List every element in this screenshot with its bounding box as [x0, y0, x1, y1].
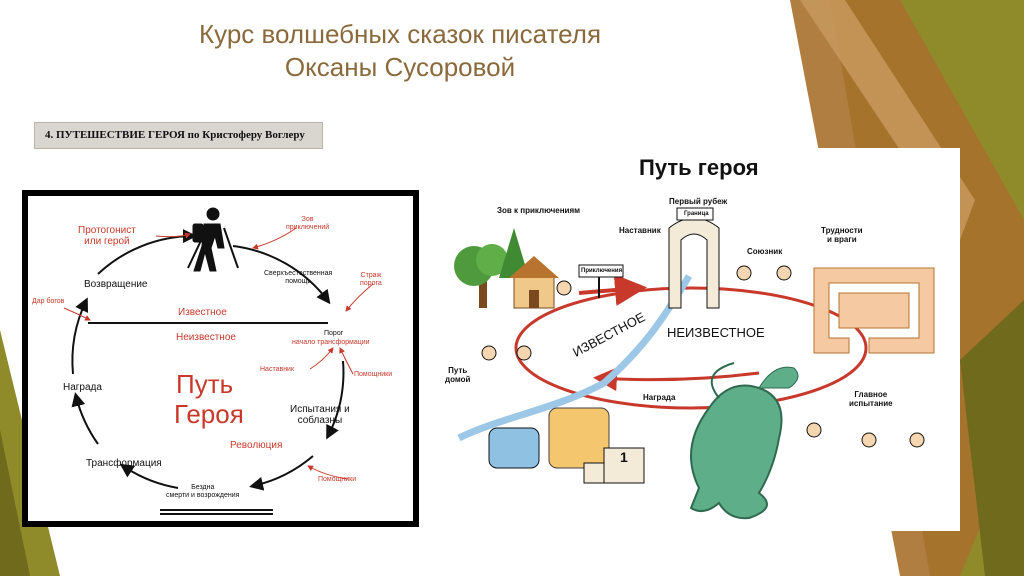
pointer-helpers-2 [307, 465, 349, 480]
label-difficulties: Трудности и враги [821, 226, 863, 244]
label-ordeal-line2: испытание [849, 399, 893, 408]
hero-journey-circle-canvas: Протогонист или герой Зов приключений Св… [28, 196, 413, 521]
slide-title-line2: Оксаны Сусоровой [284, 52, 516, 82]
label-podium-number: 1 [620, 449, 628, 465]
journey-return-arrow [593, 367, 760, 392]
label-threshold-guard: Страж порога [360, 272, 382, 288]
label-threshold: Порог [324, 330, 344, 337]
river [457, 274, 693, 442]
section-label: 4. ПУТЕШЕСТВИЕ ГЕРОЯ по Кристоферу Вогле… [34, 122, 323, 149]
slide-title-line1: Курс волшебных сказок писателя [198, 19, 602, 49]
label-ordeal: Главное испытание [849, 390, 893, 408]
cycle-arc-top-right [232, 245, 331, 305]
left-decor-dark [0, 430, 30, 576]
label-supernatural-aid: Сверхъестественная помощь [264, 270, 332, 286]
label-protagonist-line1: Протогонист [78, 225, 136, 236]
cycle-arc-top-left [97, 229, 197, 275]
label-difficulties-line2: и враги [826, 235, 857, 244]
label-road-home: Путь домой [445, 366, 470, 384]
label-first-threshold: Первый рубеж [669, 197, 728, 206]
label-known: Известное [178, 307, 227, 318]
center-title-line2: Героя [174, 399, 244, 429]
label-helpers-2: Помощники [318, 476, 357, 483]
cycle-arc-bottom-right [249, 455, 314, 491]
cycle-arc-right [326, 360, 345, 440]
label-call-line2: приключений [286, 224, 330, 231]
label-transformation: Трансформация [86, 458, 162, 469]
label-supernatural-line1: Сверхъестественная [264, 270, 333, 277]
label-revolution: Революция [230, 440, 283, 451]
crowd-icon [488, 407, 610, 469]
label-trials-line2: соблазны [297, 415, 343, 426]
label-abyss-line1: Бездна [191, 484, 215, 491]
label-protagonist-line2: или герой [84, 236, 130, 247]
label-transformation-start: начало трансформации [292, 339, 370, 346]
label-protagonist: Протогонист или герой [78, 225, 136, 247]
label-road-home-line1: Путь [448, 366, 468, 375]
label-trials-line1: Испытания и [290, 404, 350, 415]
label-ally: Союзник [747, 247, 783, 256]
pointer-protagonist [155, 232, 191, 239]
podium-icon [583, 447, 645, 484]
pointer-mentor [309, 347, 334, 370]
label-ordeal-line1: Главное [854, 390, 888, 399]
label-difficulties-line1: Трудности [821, 226, 863, 235]
circle-diagram-graphics [63, 207, 374, 515]
label-call-line1: Зов [301, 216, 314, 223]
dragon-icon [689, 362, 799, 520]
pointer-call [252, 227, 297, 250]
label-helpers-1: Помощники [354, 371, 393, 378]
label-mentor-right: Наставник [619, 226, 661, 235]
label-road-home-line2: домой [445, 375, 471, 384]
label-unknown-right: НЕИЗВЕСТНОЕ [667, 325, 765, 340]
hero-path-illustration: Путь героя Зов к приключениям Первый руб… [429, 148, 960, 531]
illustration-graphics [454, 207, 935, 520]
label-guard-line1: Страж [360, 272, 382, 279]
threshold-arch-icon [668, 207, 720, 309]
center-title-line1: Путь [176, 369, 234, 399]
journey-loop [514, 286, 868, 410]
label-call-to-adventure: Зов к приключениям [497, 206, 581, 215]
illustration-title: Путь героя [639, 155, 759, 180]
house-icon [509, 256, 559, 309]
label-call: Зов приключений [286, 216, 329, 232]
hero-character-icons [481, 265, 925, 448]
label-guard-line2: порога [360, 280, 382, 287]
label-supernatural-line2: помощь [285, 278, 312, 285]
hiker-icon [187, 207, 239, 272]
tree-icon [454, 228, 529, 308]
label-border-sign: Граница [684, 211, 709, 217]
maze-icon [813, 267, 935, 354]
adventure-sign-icon [578, 264, 624, 298]
slide-title: Курс волшебных сказок писателя Оксаны Су… [120, 18, 680, 84]
pointer-gift [63, 307, 91, 321]
cycle-arc-bottom-left [119, 463, 179, 489]
pointer-guard [345, 283, 374, 312]
journey-start-arrow [578, 274, 647, 306]
label-gift-of-gods: Дар богов [32, 298, 65, 305]
label-mentor: Наставник [260, 366, 295, 373]
right-decor-dark [960, 300, 1024, 576]
label-unknown: Неизвестное [176, 332, 236, 343]
label-abyss: Бездна смерти и возрождения [166, 484, 239, 500]
label-abyss-line2: смерти и возрождения [166, 492, 240, 499]
cycle-arc-left-lower [71, 392, 99, 445]
label-adventure-sign: Приключения [581, 268, 623, 274]
label-trials: Испытания и соблазны [290, 404, 350, 426]
label-return: Возвращение [84, 279, 148, 290]
cycle-arc-left [71, 297, 89, 375]
hero-journey-circle-diagram: Протогонист или герой Зов приключений Св… [22, 190, 419, 527]
label-reward: Награда [63, 382, 102, 393]
label-reward-right: Награда [643, 393, 676, 402]
pointer-helpers-1 [339, 347, 354, 375]
